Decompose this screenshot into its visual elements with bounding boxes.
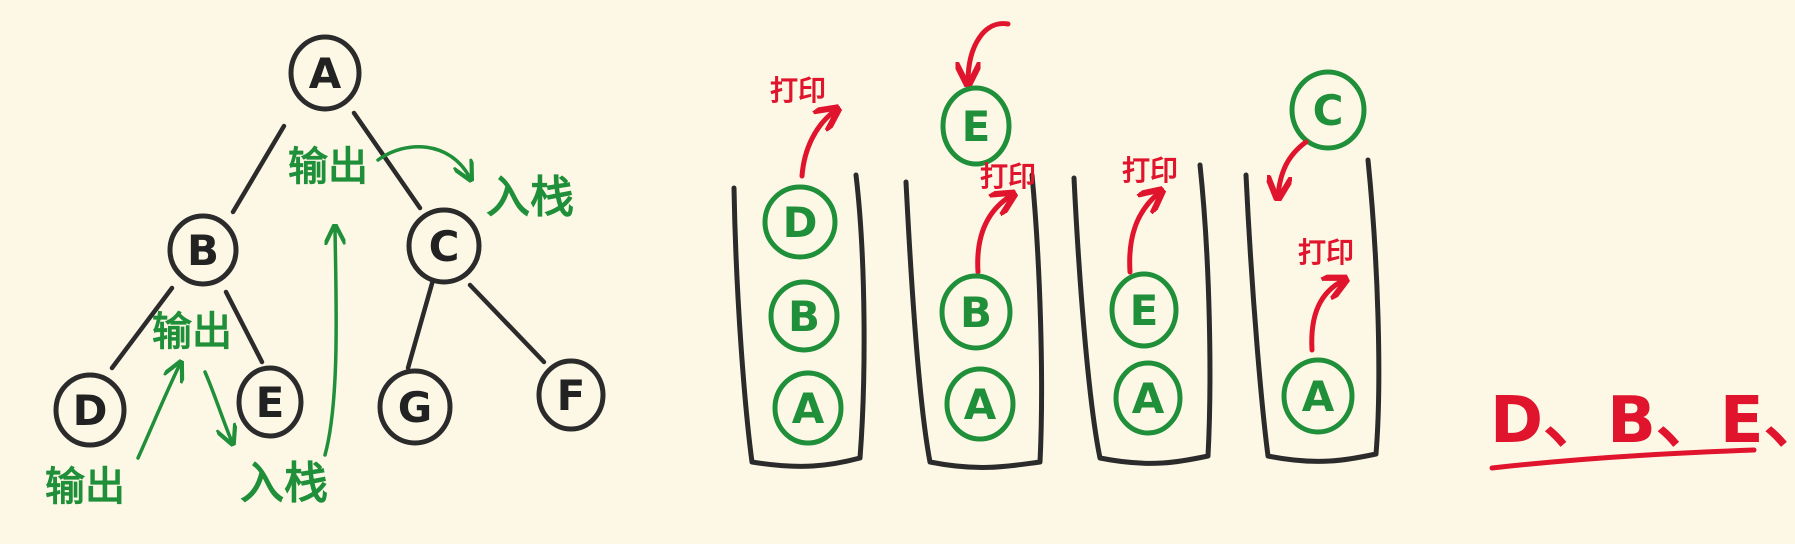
result-sequence: D、B、E、A — [1490, 384, 1795, 458]
print-arrow-3 — [1127, 192, 1160, 275]
tree-node-b: B — [167, 213, 239, 287]
arrow-e-to-a — [323, 228, 336, 457]
print-arrow-1 — [799, 110, 836, 179]
edge-a-b — [230, 123, 287, 215]
stack-1-item-d: D — [783, 198, 818, 247]
push-arrow-4 — [1278, 139, 1309, 196]
stack-2: E 打印 B A — [903, 21, 1045, 470]
stack-3: 打印 E A — [1071, 154, 1213, 466]
edge-a-c — [351, 110, 423, 211]
arrow-b-to-e — [203, 370, 232, 442]
result: D、B、E、A — [1489, 384, 1795, 471]
print-arrow-2 — [975, 195, 1012, 275]
stack-1-item-a: A — [792, 384, 825, 433]
tree-node-d: D — [53, 372, 127, 448]
tree-node-b-label: B — [187, 226, 219, 275]
stack-1-item-b: B — [788, 292, 820, 341]
output-label-d: 输出 — [45, 464, 125, 510]
edge-c-f — [467, 282, 547, 365]
tree-node-g-label: G — [398, 383, 432, 432]
stack-4: C 打印 A — [1243, 69, 1382, 464]
push-arrow-2 — [968, 21, 1011, 82]
stack-3-container — [1071, 162, 1213, 466]
push-label-e: 入栈 — [240, 458, 328, 509]
stack-2-container — [903, 172, 1045, 470]
print-label-1: 打印 — [770, 74, 826, 107]
stack-4-incoming-c: C — [1313, 86, 1344, 135]
push-arrow-c — [376, 144, 470, 178]
stack-1: D B A 打印 — [731, 74, 867, 469]
stack-2-item-b: B — [960, 288, 992, 337]
tree-node-c: C — [406, 207, 482, 285]
tree-node-e-label: E — [256, 378, 285, 427]
print-label-3: 打印 — [1122, 154, 1178, 187]
print-arrow-4 — [1309, 280, 1344, 353]
tree-annotations: 输出 入栈 输出 输出 入栈 — [45, 144, 574, 510]
edge-b-d — [109, 285, 175, 371]
stack-4-item-a: A — [1302, 372, 1335, 421]
output-label-b: 输出 — [152, 309, 232, 355]
tree-node-g: G — [377, 368, 453, 446]
tree-node-a: A — [288, 34, 362, 112]
tree-node-f-label: F — [557, 371, 586, 420]
print-label-4: 打印 — [1298, 236, 1354, 269]
output-label-a: 输出 — [288, 144, 368, 190]
edge-b-e — [223, 289, 265, 365]
edge-c-g — [405, 277, 436, 371]
tree-node-d-label: D — [73, 386, 108, 435]
push-label-c: 入栈 — [486, 172, 574, 223]
print-label-2: 打印 — [980, 160, 1036, 193]
tree-node-c-label: C — [429, 222, 460, 271]
stack-4-container — [1243, 157, 1382, 464]
tree-node-a-label: A — [309, 49, 342, 98]
tree-node-f: F — [536, 358, 606, 432]
stack-1-container — [731, 172, 867, 469]
arrow-d-to-b — [136, 364, 180, 460]
stack-2-item-a: A — [964, 380, 997, 429]
tree-node-e: E — [236, 365, 304, 439]
binary-tree: A B C D E G F — [53, 34, 606, 448]
result-underline — [1489, 447, 1757, 471]
stack-2-incoming-e: E — [962, 102, 991, 151]
stack-3-item-a: A — [1132, 374, 1165, 423]
stack-3-item-e: E — [1130, 286, 1159, 335]
